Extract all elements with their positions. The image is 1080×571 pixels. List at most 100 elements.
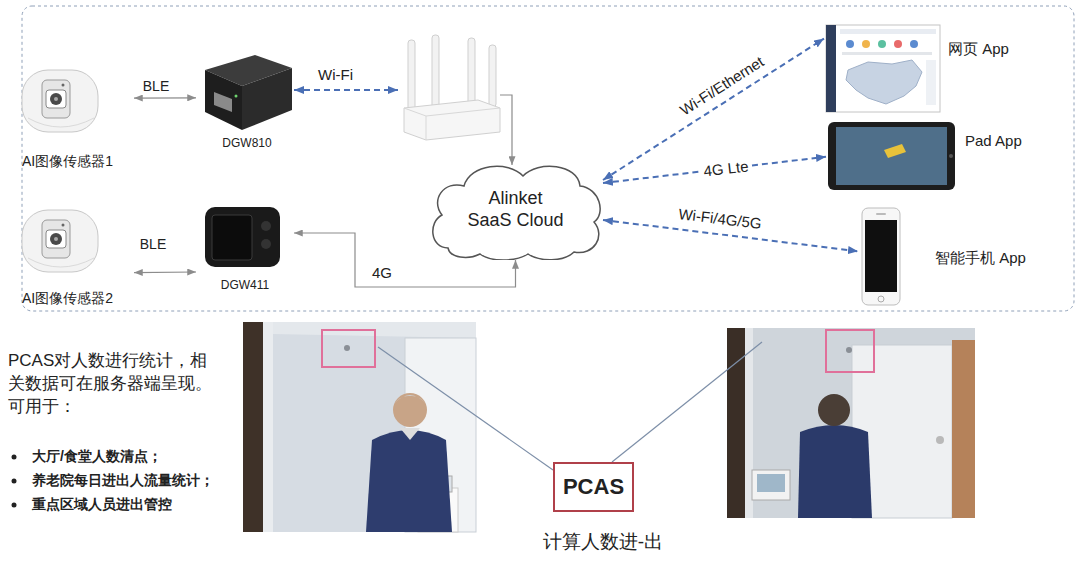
- connector: [134, 97, 196, 98]
- room-photo: [400, 428, 420, 440]
- room-photo: [322, 330, 375, 367]
- caption-text: 计算人数进-出: [483, 530, 723, 554]
- sensor-picture: [22, 210, 98, 272]
- leader-line: [378, 347, 553, 470]
- intro-text: 可用于：: [8, 396, 76, 417]
- node-label: Pad App: [965, 132, 1022, 150]
- phone-picture: [865, 220, 897, 292]
- room-photo: [826, 330, 874, 372]
- room-photo: [846, 347, 852, 353]
- bullet-dot: [12, 479, 17, 484]
- node-label: AI图像传感器1: [22, 153, 113, 170]
- node-label: DGW411: [196, 278, 294, 292]
- node-label: 网页 App: [948, 40, 1009, 58]
- node-label: DGW810: [196, 136, 298, 150]
- phone-picture: [862, 208, 900, 305]
- sensor-picture: [46, 90, 66, 108]
- app-node: Pad App: [826, 118, 1032, 194]
- pad-picture: [949, 154, 953, 158]
- leader-line: [378, 342, 762, 470]
- group-frame: [22, 6, 1074, 311]
- phone-picture: [862, 208, 900, 305]
- room-photo: [366, 430, 452, 532]
- wifi-link: [294, 90, 398, 91]
- router-uplink: [500, 95, 512, 165]
- room-photo: [243, 322, 263, 532]
- node-label: AI图像传感器2: [22, 290, 113, 307]
- room-photo: [263, 322, 273, 532]
- router-picture: [468, 38, 475, 106]
- cloud-outline: [433, 166, 600, 260]
- group-frame: [22, 6, 1074, 311]
- gateway-picture: [242, 68, 292, 130]
- connector: [603, 157, 826, 183]
- room-photo: [243, 322, 476, 532]
- room-photo: [818, 394, 850, 426]
- leader-line: [612, 342, 762, 462]
- sensor-picture: [62, 84, 65, 87]
- sensor-picture: [62, 224, 65, 227]
- link-label: Wi-Fi: [318, 66, 353, 85]
- node-label: Alinket SaaS Cloud: [466, 188, 566, 231]
- sensor-picture: [54, 97, 58, 101]
- pad-picture: [828, 122, 955, 190]
- router-picture: [404, 35, 500, 140]
- bullet-dot: [12, 455, 17, 460]
- room-photo: [344, 345, 350, 351]
- router-uplink: [500, 95, 512, 165]
- room-photo: [936, 436, 944, 444]
- phone-picture: [876, 213, 886, 215]
- link-label: 4G: [369, 264, 395, 282]
- pad-picture: [828, 122, 955, 190]
- sensor-picture: [22, 70, 98, 132]
- pad-picture: [884, 144, 906, 158]
- wifi-link: [294, 89, 398, 91]
- cloud-node: Alinket SaaS Cloud: [428, 160, 603, 260]
- intro-text: PCAS对人数进行统计，相关数据可在服务器端呈现。: [8, 349, 223, 395]
- app-node: 智能手机 App: [858, 205, 1038, 308]
- room-photo: [393, 393, 427, 427]
- bullet-dot: [12, 503, 17, 508]
- sensor-picture: [54, 237, 58, 241]
- sensor-picture: [28, 258, 94, 267]
- web-app-picture: [826, 25, 940, 112]
- bullet-dot: [12, 455, 17, 508]
- link-label: BLE: [137, 236, 169, 253]
- room-photo: [727, 328, 975, 518]
- router-picture: [408, 40, 415, 112]
- gateway-picture: [214, 92, 232, 112]
- gateway-picture: [212, 215, 252, 260]
- web-app-picture: [826, 25, 940, 112]
- gateway-picture: [261, 239, 271, 249]
- room-photo: [952, 340, 975, 518]
- connector: [603, 39, 824, 180]
- link-label: Wi-Fi/Ethernet: [674, 51, 770, 121]
- gateway-picture: [235, 95, 238, 98]
- web-app-picture: [846, 40, 854, 48]
- room-photo: [727, 328, 975, 518]
- sensor-node: AI图像传感器1: [16, 60, 134, 172]
- web-app-picture: [926, 60, 936, 105]
- web-app-picture: [910, 40, 918, 48]
- gateway-node: DGW810: [196, 52, 298, 156]
- connector: [134, 271, 196, 273]
- node-label: 智能手机 App: [935, 249, 1026, 267]
- sensor-picture: [42, 220, 70, 258]
- room-photo: [757, 474, 785, 492]
- router-picture: [426, 116, 427, 140]
- room-photo: [727, 328, 745, 518]
- sensor-picture: [22, 210, 98, 272]
- sensor-picture: [50, 93, 62, 105]
- sensor-picture: [42, 80, 70, 118]
- sensor-node: AI图像传感器2: [16, 205, 134, 309]
- router-picture: [432, 35, 439, 115]
- room-photo: [798, 425, 872, 518]
- link-label: Wi-Fi/4G/5G: [675, 205, 766, 234]
- sensor-picture: [28, 118, 94, 127]
- web-app-picture: [842, 52, 932, 55]
- gateway-picture: [261, 221, 271, 231]
- pad-picture: [836, 127, 947, 185]
- sensor-picture: [46, 230, 66, 248]
- gateway-picture: [205, 55, 292, 130]
- gateway-picture: [205, 70, 242, 130]
